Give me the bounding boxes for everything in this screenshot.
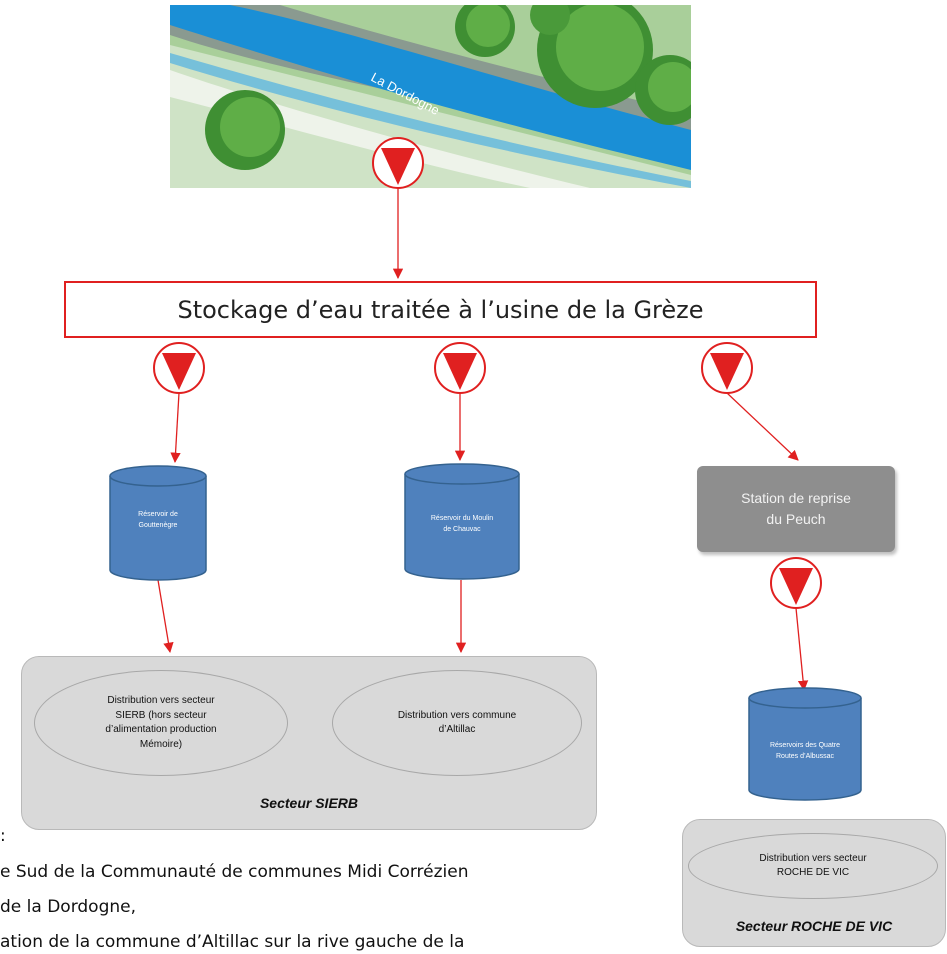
body-text-line: e Sud de la Communauté de communes Midi … bbox=[0, 862, 469, 882]
arrow-storage-to-station bbox=[726, 392, 799, 461]
valve-icon bbox=[770, 557, 822, 609]
reservoir-label-line: Réservoir de bbox=[138, 511, 178, 518]
river-illustration: La Dordogne bbox=[170, 5, 691, 188]
valve-icon bbox=[153, 342, 205, 394]
ellipse-text-line: Distribution vers commune bbox=[397, 709, 517, 721]
reservoir-gouttenegre-label: Réservoir de Gouttenègre bbox=[110, 510, 206, 531]
ellipse-text-line: Distribution vers secteur bbox=[759, 852, 867, 864]
reservoir-albussac-label: Réservoirs des Quatre Routes d’Albussac bbox=[744, 741, 866, 762]
reservoir-label-line: Gouttenègre bbox=[138, 521, 178, 529]
sector-sierb-title: Secteur SIERB bbox=[259, 795, 359, 811]
storage-box: Stockage d’eau traitée à l’usine de la G… bbox=[64, 281, 817, 338]
station-label-line: Station de reprise bbox=[741, 490, 851, 506]
ellipse-text-line: ROCHE DE VIC bbox=[776, 867, 850, 878]
body-text-line: de la Dordogne, bbox=[0, 897, 136, 917]
body-text-line: ation de la commune d’Altillac sur la ri… bbox=[0, 932, 465, 952]
reservoir-chauvac-label: Réservoir du Moulin de Chauvac bbox=[405, 514, 519, 535]
arrow-storage-to-gouttenegre bbox=[170, 392, 181, 464]
distribution-sierb-ellipse: Distribution vers secteur SIERB (hors se… bbox=[34, 670, 288, 776]
reservoir-label-line: de Chauvac bbox=[443, 525, 481, 533]
ellipse-text-line: Mémoire) bbox=[139, 738, 183, 750]
body-text-line: : bbox=[0, 826, 6, 846]
distribution-roche-ellipse: Distribution vers secteur ROCHE DE VIC bbox=[688, 833, 938, 899]
arrow-station-to-albussac bbox=[795, 607, 809, 692]
ellipse-text-line: SIERB (hors secteur bbox=[115, 709, 207, 721]
pumping-station-box: Station de reprise du Peuch bbox=[697, 466, 895, 552]
valve-icon bbox=[701, 342, 753, 394]
station-label-line: du Peuch bbox=[766, 511, 826, 527]
arrow-gouttenegre-to-sierb bbox=[157, 579, 174, 654]
storage-label: Stockage d’eau traitée à l’usine de la G… bbox=[177, 295, 704, 324]
reservoir-label-line: Routes d’Albussac bbox=[776, 752, 834, 760]
reservoir-label-line: Réservoir du Moulin bbox=[430, 515, 494, 522]
reservoir-label-line: Réservoirs des Quatre bbox=[769, 742, 841, 749]
ellipse-text-line: d’alimentation production bbox=[105, 724, 217, 735]
ellipse-text-line: d’Altillac bbox=[438, 724, 476, 735]
sector-roche-title: Secteur ROCHE DE VIC bbox=[735, 918, 893, 934]
ellipse-text-line: Distribution vers secteur bbox=[107, 695, 215, 706]
valve-icon bbox=[434, 342, 486, 394]
distribution-altillac-ellipse: Distribution vers commune d’Altillac bbox=[332, 670, 582, 776]
